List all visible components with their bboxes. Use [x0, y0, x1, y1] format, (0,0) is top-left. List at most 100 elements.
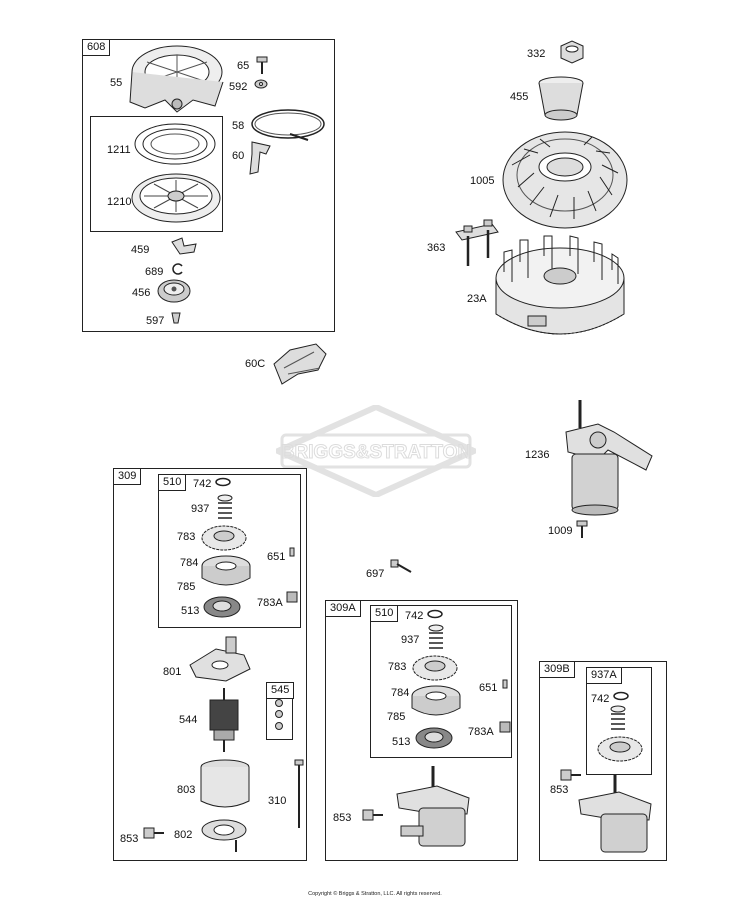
- terminal-853-c: [559, 766, 583, 784]
- label-23A: 23A: [467, 293, 487, 305]
- gear-937A: [596, 733, 644, 765]
- group-309A-box: [325, 600, 518, 861]
- spring-937A: [609, 705, 627, 731]
- starter-motor-309B: [575, 772, 655, 858]
- housing-803: [199, 759, 251, 811]
- screw-65: [255, 56, 269, 75]
- label-58: 58: [232, 120, 245, 132]
- flywheel-23A: [490, 232, 630, 350]
- label-1210: 1210: [107, 196, 132, 208]
- label-785-a: 785: [177, 581, 196, 593]
- bracket-363: [452, 218, 502, 270]
- group-608-tag: 608: [82, 39, 111, 56]
- briggs-stratton-watermark: BRIGGS&STRATTON: [270, 403, 482, 502]
- label-784-b: 784: [391, 687, 410, 699]
- screw-597: [170, 311, 182, 327]
- fan-1005: [500, 125, 630, 235]
- group-309A-tag: 309A: [325, 600, 361, 617]
- label-592: 592: [229, 81, 248, 93]
- washers-545: [272, 698, 286, 734]
- handle-60: [246, 140, 276, 176]
- terminal-853-b: [361, 806, 385, 824]
- clutch-784-a: [200, 554, 252, 590]
- label-1211: 1211: [107, 144, 131, 156]
- screw-1009: [576, 520, 588, 539]
- label-801-a: 801: [163, 666, 182, 678]
- cap-783A-b: [499, 721, 511, 733]
- label-689: 689: [145, 266, 164, 278]
- clip-742-c: [613, 691, 629, 701]
- label-853-b: 853: [333, 812, 352, 824]
- terminal-853-a: [142, 824, 166, 842]
- watermark-text: BRIGGS&STRATTON: [281, 442, 471, 463]
- bolt-310: [294, 759, 304, 830]
- clip-689: [170, 263, 184, 275]
- nut-592: [254, 79, 268, 89]
- group-510-box-a: [158, 474, 301, 628]
- pin-651-b: [502, 679, 508, 689]
- bolt-697: [390, 559, 412, 575]
- label-459: 459: [131, 244, 150, 256]
- spring-937-b: [427, 624, 445, 650]
- label-363: 363: [427, 242, 446, 254]
- brush-plate-802: [200, 814, 248, 856]
- group-510-tag-b: 510: [370, 605, 399, 622]
- label-802-a: 802: [174, 829, 193, 841]
- group-309B-box: [539, 661, 667, 861]
- cap-783A-a: [286, 591, 298, 603]
- gear-513-a: [202, 594, 242, 620]
- group-309-box: [113, 468, 307, 861]
- handle-60C: [268, 340, 330, 390]
- clutch-784-b: [410, 684, 462, 720]
- gear-513-b: [414, 725, 454, 751]
- label-783A-b: 783A: [468, 726, 494, 738]
- label-651-a: 651: [267, 551, 286, 563]
- spring-937-a: [216, 494, 234, 520]
- label-697: 697: [366, 568, 385, 580]
- gear-783-b: [411, 652, 459, 684]
- starter-motor-309A: [393, 764, 473, 854]
- group-510-box-b: [370, 605, 512, 758]
- group-608-inner-box: [90, 116, 223, 232]
- label-783A-a: 783A: [257, 597, 283, 609]
- label-937-b: 937: [401, 634, 420, 646]
- label-742-b: 742: [405, 610, 424, 622]
- group-309B-tag: 309B: [539, 661, 575, 678]
- label-783-b: 783: [388, 661, 407, 673]
- clip-742-b: [427, 609, 443, 619]
- label-544-a: 544: [179, 714, 198, 726]
- label-803-a: 803: [177, 784, 196, 796]
- label-1009: 1009: [548, 525, 573, 537]
- label-60: 60: [232, 150, 245, 162]
- label-853-c: 853: [550, 784, 569, 796]
- label-456: 456: [132, 287, 151, 299]
- label-783-a: 783: [177, 531, 196, 543]
- clip-742-a: [215, 477, 231, 487]
- label-1236: 1236: [525, 449, 550, 461]
- gear-783-a: [200, 522, 248, 554]
- pin-651-a: [289, 547, 295, 557]
- label-310-a: 310: [268, 795, 287, 807]
- label-651-b: 651: [479, 682, 498, 694]
- label-742-c: 742: [591, 693, 610, 705]
- label-513-b: 513: [392, 736, 411, 748]
- starter-housing: [125, 42, 230, 114]
- label-65: 65: [237, 60, 250, 72]
- retainer-456: [156, 278, 192, 304]
- label-853-a: 853: [120, 833, 139, 845]
- group-309-tag: 309: [113, 468, 142, 485]
- label-332: 332: [527, 48, 546, 60]
- label-597: 597: [146, 315, 165, 327]
- rope-58: [248, 104, 330, 148]
- label-742-a: 742: [193, 478, 212, 490]
- label-60C: 60C: [245, 358, 266, 370]
- label-513-a: 513: [181, 605, 200, 617]
- group-608-box: [82, 39, 335, 332]
- armature-544: [204, 688, 244, 752]
- pawl-459: [170, 236, 198, 256]
- copyright-footer: Copyright © Briggs & Stratton, LLC. All …: [308, 891, 442, 897]
- label-784-a: 784: [180, 557, 199, 569]
- cup-455: [535, 75, 587, 123]
- group-545-tag: 545: [266, 682, 295, 699]
